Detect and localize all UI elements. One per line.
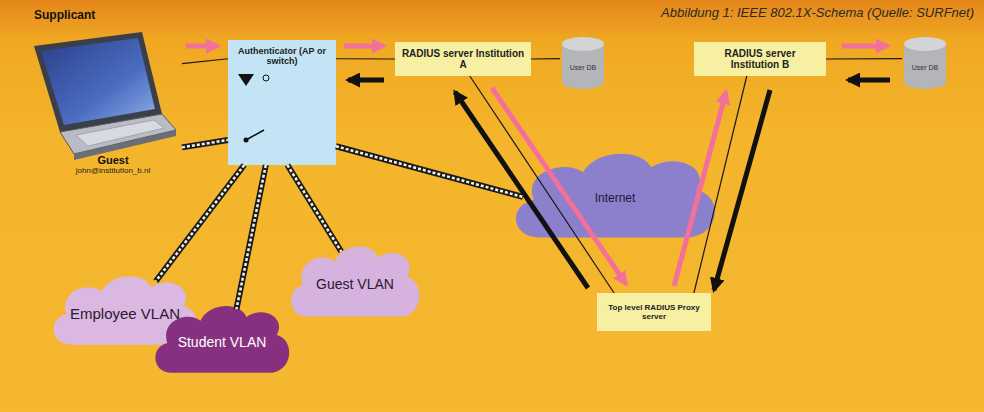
server-box: Top level RADIUS Proxy server xyxy=(597,293,711,331)
cloud-label: Employee VLAN xyxy=(70,305,180,322)
database-cylinder: User DB xyxy=(902,36,948,90)
network-link xyxy=(826,58,902,59)
server-box: RADIUS server Institution A xyxy=(395,42,531,76)
box-label: RADIUS server Institution A xyxy=(401,48,525,71)
port-dot xyxy=(263,75,269,81)
network-link xyxy=(336,58,395,59)
black-flow-arrow xyxy=(348,80,890,290)
server-box: Authenticator (AP or switch) xyxy=(228,40,336,165)
pink-flow-arrow xyxy=(186,46,888,286)
switch-lever xyxy=(246,130,264,140)
node-title: Supplicant xyxy=(34,8,95,22)
cylinder-outline xyxy=(560,36,606,90)
hatched-link xyxy=(236,165,265,309)
database-cylinder: User DB xyxy=(560,36,606,90)
server-box: RADIUS server Institution B xyxy=(694,42,826,76)
cloud-label: Student VLAN xyxy=(178,334,267,350)
box-label: Authenticator (AP or switch) xyxy=(234,46,330,67)
cylinder-outline xyxy=(902,36,948,90)
cylinder-label: User DB xyxy=(910,64,940,72)
network-link xyxy=(470,76,614,293)
laptop-keyboard xyxy=(76,120,164,146)
hatched-link xyxy=(287,165,341,251)
cloud-label: Guest VLAN xyxy=(316,276,394,292)
network-link xyxy=(531,58,560,59)
box-label: RADIUS server Institution B xyxy=(700,48,820,71)
network-link xyxy=(694,76,747,293)
cloud-label: Internet xyxy=(595,191,636,205)
supplicant-laptop: SupplicantGuestjohn@institution_b.nl xyxy=(14,6,182,192)
hatched-link xyxy=(336,146,523,197)
port-triangle xyxy=(238,74,254,86)
user-role: Guest xyxy=(97,154,128,166)
hatched-link xyxy=(156,165,244,281)
laptop-screen xyxy=(41,38,155,125)
network-cloud: Internet xyxy=(508,146,722,244)
figure-caption: Abbildung 1: IEEE 802.1X-Schema (Quelle:… xyxy=(661,5,974,20)
hatched-link xyxy=(182,140,228,147)
user-name: john@institution_b.nl xyxy=(76,166,150,175)
cylinder-label: User DB xyxy=(568,64,598,72)
box-label: Top level RADIUS Proxy server xyxy=(603,303,705,321)
network-link xyxy=(182,59,228,64)
network-cloud: Guest VLAN xyxy=(286,240,424,322)
